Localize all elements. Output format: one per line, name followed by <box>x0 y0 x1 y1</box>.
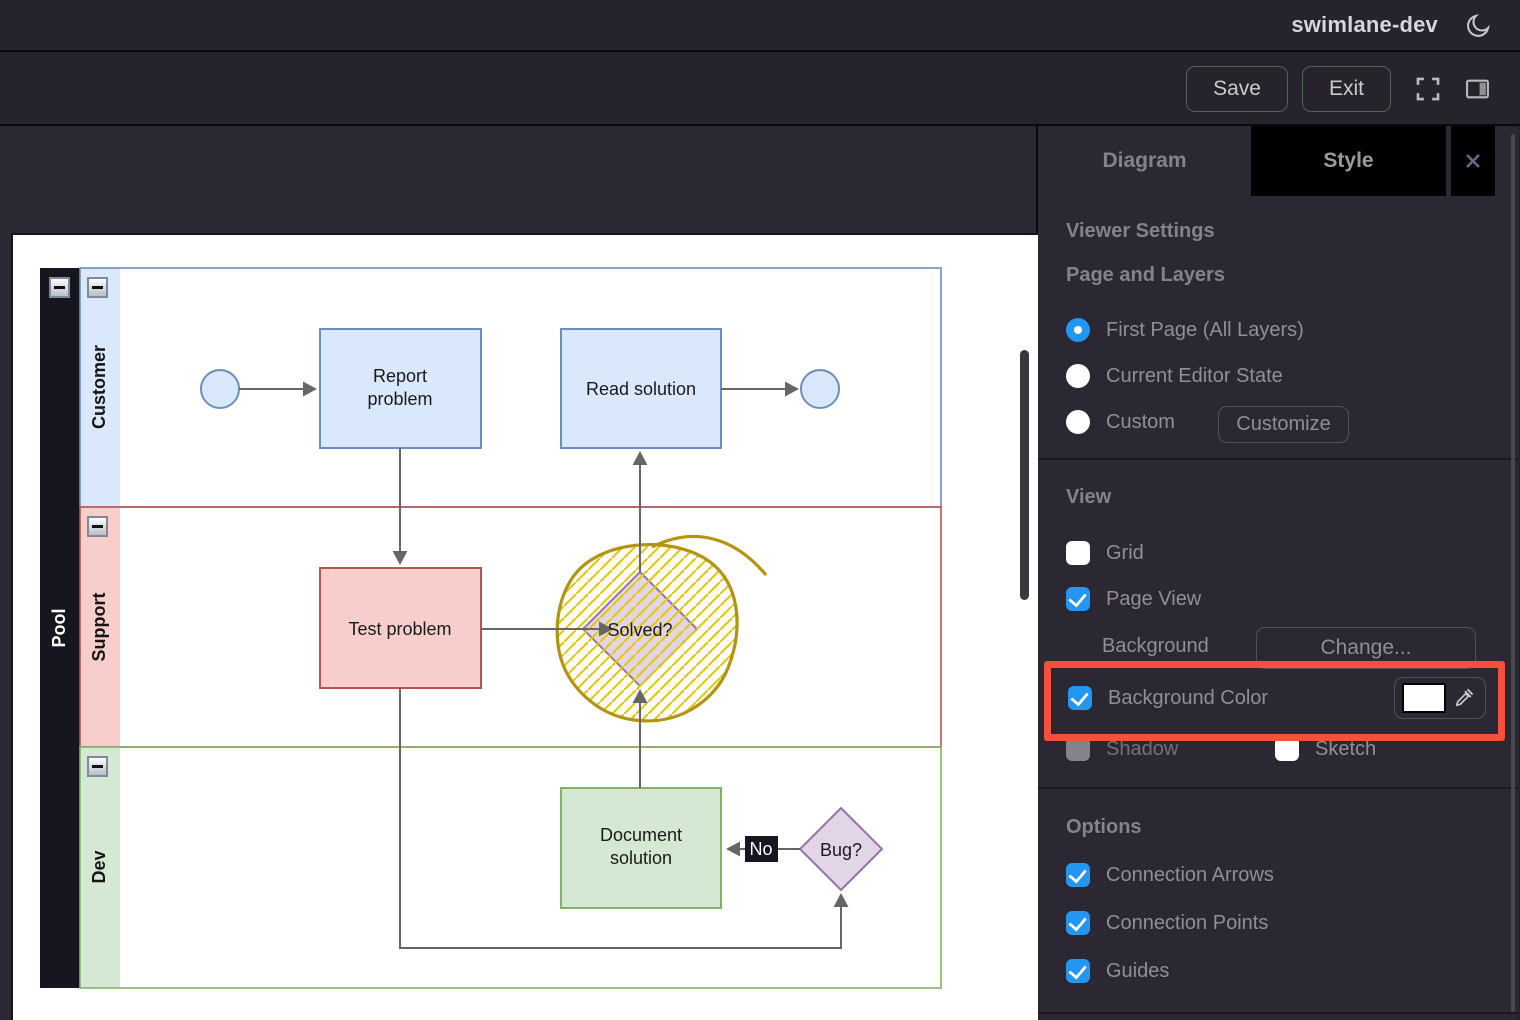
edge-label-no[interactable]: No <box>745 836 778 862</box>
panel-scrollbar[interactable] <box>1511 134 1515 1012</box>
section-divider <box>1038 1012 1518 1014</box>
save-button[interactable]: Save <box>1186 66 1288 112</box>
checkbox-row-grid: Grid <box>1066 541 1144 565</box>
radio-row-current-editor: Current Editor State <box>1066 364 1283 388</box>
background-color-picker[interactable] <box>1394 677 1486 719</box>
panel-tabs: Diagram Style <box>1038 126 1518 196</box>
checkbox-row-shadow: Shadow <box>1066 737 1178 761</box>
end-event[interactable] <box>800 369 840 409</box>
checkbox-row-sketch: Sketch <box>1275 737 1376 761</box>
tab-diagram[interactable]: Diagram <box>1102 149 1187 172</box>
arrowheads <box>303 381 849 907</box>
svg-text:No: No <box>749 839 772 859</box>
node-bug-decision[interactable]: Bug? <box>798 806 884 892</box>
view-heading: View <box>1066 486 1112 508</box>
svg-text:Document: Document <box>600 825 682 845</box>
guides-checkbox[interactable] <box>1066 959 1090 983</box>
lane-dev[interactable]: Dev <box>79 746 942 989</box>
svg-text:problem: problem <box>367 389 432 409</box>
swimlane-diagram: Pool Customer Support Dev <box>11 233 1038 1020</box>
toolbar: Save Exit <box>0 54 1520 126</box>
main-area: Pool Customer Support Dev <box>0 126 1520 1020</box>
start-event[interactable] <box>200 369 240 409</box>
background-color-checkbox[interactable] <box>1068 686 1092 710</box>
node-report-problem[interactable]: Report problem <box>319 328 482 449</box>
lane-support[interactable]: Support <box>79 506 942 748</box>
lane-customer-label: Customer <box>89 345 109 429</box>
page-layers-heading: Page and Layers <box>1066 264 1225 286</box>
svg-text:Bug?: Bug? <box>820 840 862 860</box>
svg-text:Read solution: Read solution <box>586 379 696 399</box>
fullscreen-icon[interactable] <box>1415 76 1441 102</box>
radio-first-page[interactable] <box>1066 318 1090 342</box>
app-title: swimlane-dev <box>1291 12 1438 37</box>
x-close-icon <box>1466 154 1480 168</box>
shadow-checkbox[interactable] <box>1066 737 1090 761</box>
dark-mode-moon-icon[interactable] <box>1465 12 1492 39</box>
titlebar: swimlane-dev <box>0 0 1520 52</box>
radio-row-custom: Custom <box>1066 410 1175 434</box>
pool-collapse-button[interactable] <box>49 277 70 298</box>
diagram-canvas[interactable]: Pool Customer Support Dev <box>0 126 1038 1020</box>
grid-checkbox[interactable] <box>1066 541 1090 565</box>
background-row: Background <box>1102 635 1209 657</box>
lane-dev-collapse-button[interactable] <box>87 756 108 777</box>
format-panel: Diagram Style Viewer Settings Page and L… <box>1038 126 1518 1020</box>
section-divider <box>1038 787 1518 789</box>
color-swatch-white <box>1402 683 1446 713</box>
customize-button[interactable]: Customize <box>1218 406 1349 443</box>
sketch-highlight-blob <box>555 534 768 723</box>
pool[interactable] <box>40 268 80 988</box>
lane-customer-collapse-button[interactable] <box>87 277 108 298</box>
svg-text:Report: Report <box>373 366 427 386</box>
connection-points-checkbox[interactable] <box>1066 911 1090 935</box>
format-panel-toggle-icon[interactable] <box>1465 78 1490 100</box>
node-test-problem[interactable]: Test problem <box>319 567 482 689</box>
svg-text:solution: solution <box>610 848 672 868</box>
node-document-solution[interactable]: Document solution <box>560 787 722 909</box>
background-change-button[interactable]: Change... <box>1256 627 1476 669</box>
radio-row-first-page: First Page (All Layers) <box>1066 318 1304 342</box>
checkbox-row-page-view: Page View <box>1066 587 1201 611</box>
svg-text:Test problem: Test problem <box>348 619 451 639</box>
pool-label: Pool <box>49 609 69 648</box>
page-view-checkbox[interactable] <box>1066 587 1090 611</box>
options-heading: Options <box>1066 816 1142 838</box>
exit-button[interactable]: Exit <box>1301 66 1391 112</box>
lane-support-label: Support <box>89 593 109 662</box>
lane-support-collapse-button[interactable] <box>87 516 108 537</box>
solved-label: Solved? <box>607 620 672 640</box>
viewer-settings-heading: Viewer Settings <box>1066 220 1215 242</box>
radio-custom[interactable] <box>1066 410 1090 434</box>
tab-style[interactable]: Style <box>1251 126 1446 196</box>
checkbox-row-connection-points: Connection Points <box>1066 911 1268 935</box>
radio-current-editor-state[interactable] <box>1066 364 1090 388</box>
eyedropper-icon <box>1455 688 1474 707</box>
lane-dev-label: Dev <box>89 850 109 883</box>
checkbox-row-background-color: Background Color <box>1068 686 1268 710</box>
panel-close-button[interactable] <box>1451 126 1495 196</box>
edge-test-to-bug[interactable] <box>399 688 842 949</box>
node-read-solution[interactable]: Read solution <box>560 328 722 449</box>
canvas-vertical-scrollbar[interactable] <box>1020 350 1029 600</box>
sketch-checkbox[interactable] <box>1275 737 1299 761</box>
page <box>11 233 1038 1020</box>
connection-arrows-checkbox[interactable] <box>1066 863 1090 887</box>
checkbox-row-connection-arrows: Connection Arrows <box>1066 863 1274 887</box>
checkbox-row-guides: Guides <box>1066 959 1169 983</box>
section-divider <box>1038 458 1518 460</box>
